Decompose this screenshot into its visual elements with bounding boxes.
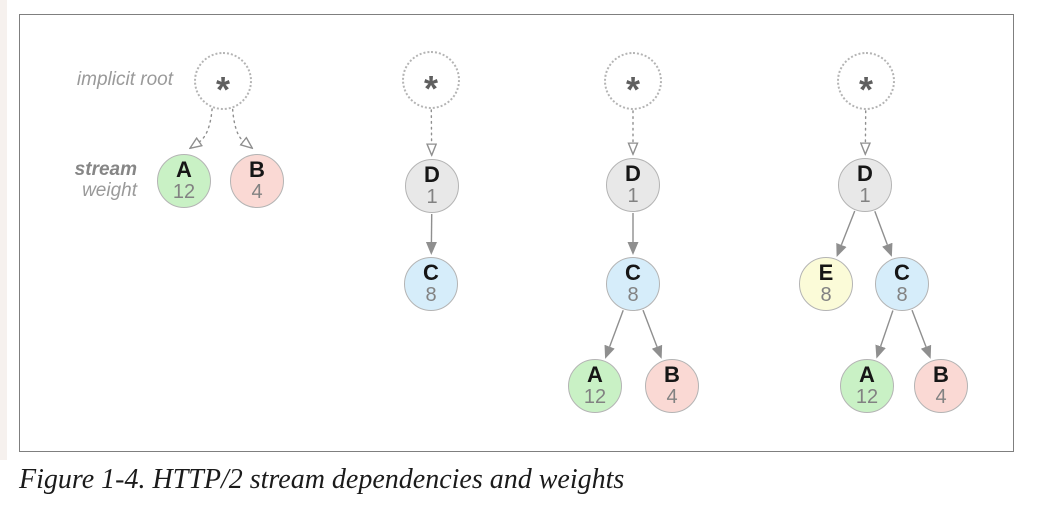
- stream-weight-value: 8: [627, 283, 639, 306]
- asterisk-glyph: *: [625, 69, 640, 110]
- tree-4-edge-C-A: [875, 310, 894, 359]
- page-edge-shadow: [0, 0, 7, 460]
- stream-weight-value: 1: [627, 184, 639, 207]
- asterisk-glyph: *: [215, 69, 230, 110]
- implicit-root-label: implicit root: [76, 69, 173, 90]
- stream-letter: A: [176, 157, 192, 183]
- stream-weight-value: 12: [583, 385, 607, 408]
- asterisk-glyph: *: [858, 69, 873, 110]
- tree-3-implicit-root-node: *: [604, 52, 662, 110]
- dependency-edges-layer: [20, 108, 932, 359]
- stream-weight-value: 12: [172, 180, 196, 203]
- figure-caption: Figure 1-4. HTTP/2 stream dependencies a…: [19, 464, 625, 495]
- stream-letter: D: [424, 162, 440, 188]
- tree-3-edge-C-B: [642, 309, 663, 359]
- stream-letter: A: [859, 362, 875, 388]
- stream-letter: C: [625, 260, 641, 286]
- stream-weight-value: 4: [666, 385, 678, 408]
- tree-4-edge-D-C: [874, 210, 893, 257]
- stream-weight-value: 4: [935, 385, 947, 408]
- stream-letter: E: [818, 260, 834, 286]
- stream-letter: B: [933, 362, 949, 388]
- asterisk-glyph: *: [423, 68, 438, 109]
- stream-weight-value: 8: [425, 283, 437, 306]
- tree-2-implicit-root-node: *: [402, 51, 460, 109]
- stream-weight-value: 12: [855, 385, 879, 408]
- tree-4-edge-C-B: [911, 309, 932, 359]
- tree-4-edge-D-E: [836, 210, 856, 258]
- tree-1-implicit-root-node: *: [194, 52, 252, 110]
- stream-letter: C: [423, 260, 439, 286]
- stream-weight-value: 8: [896, 283, 908, 306]
- stream-weight-label: stream weight: [20, 159, 137, 201]
- stream-label: stream: [74, 159, 137, 180]
- weight-label: weight: [82, 180, 137, 201]
- stream-letter: D: [625, 161, 641, 187]
- tree-3-edge-C-A: [604, 309, 624, 359]
- stream-weight-value: 1: [426, 185, 438, 208]
- stream-letter: C: [894, 260, 910, 286]
- stream-weight-value: 4: [251, 180, 263, 203]
- stream-letter: D: [857, 161, 873, 187]
- stream-letter: A: [587, 362, 603, 388]
- stream-weight-value: 1: [859, 184, 871, 207]
- tree-4-implicit-root-node: *: [837, 52, 895, 110]
- stream-weight-value: 8: [820, 283, 832, 306]
- stream-letter: B: [249, 157, 265, 183]
- stream-letter: B: [664, 362, 680, 388]
